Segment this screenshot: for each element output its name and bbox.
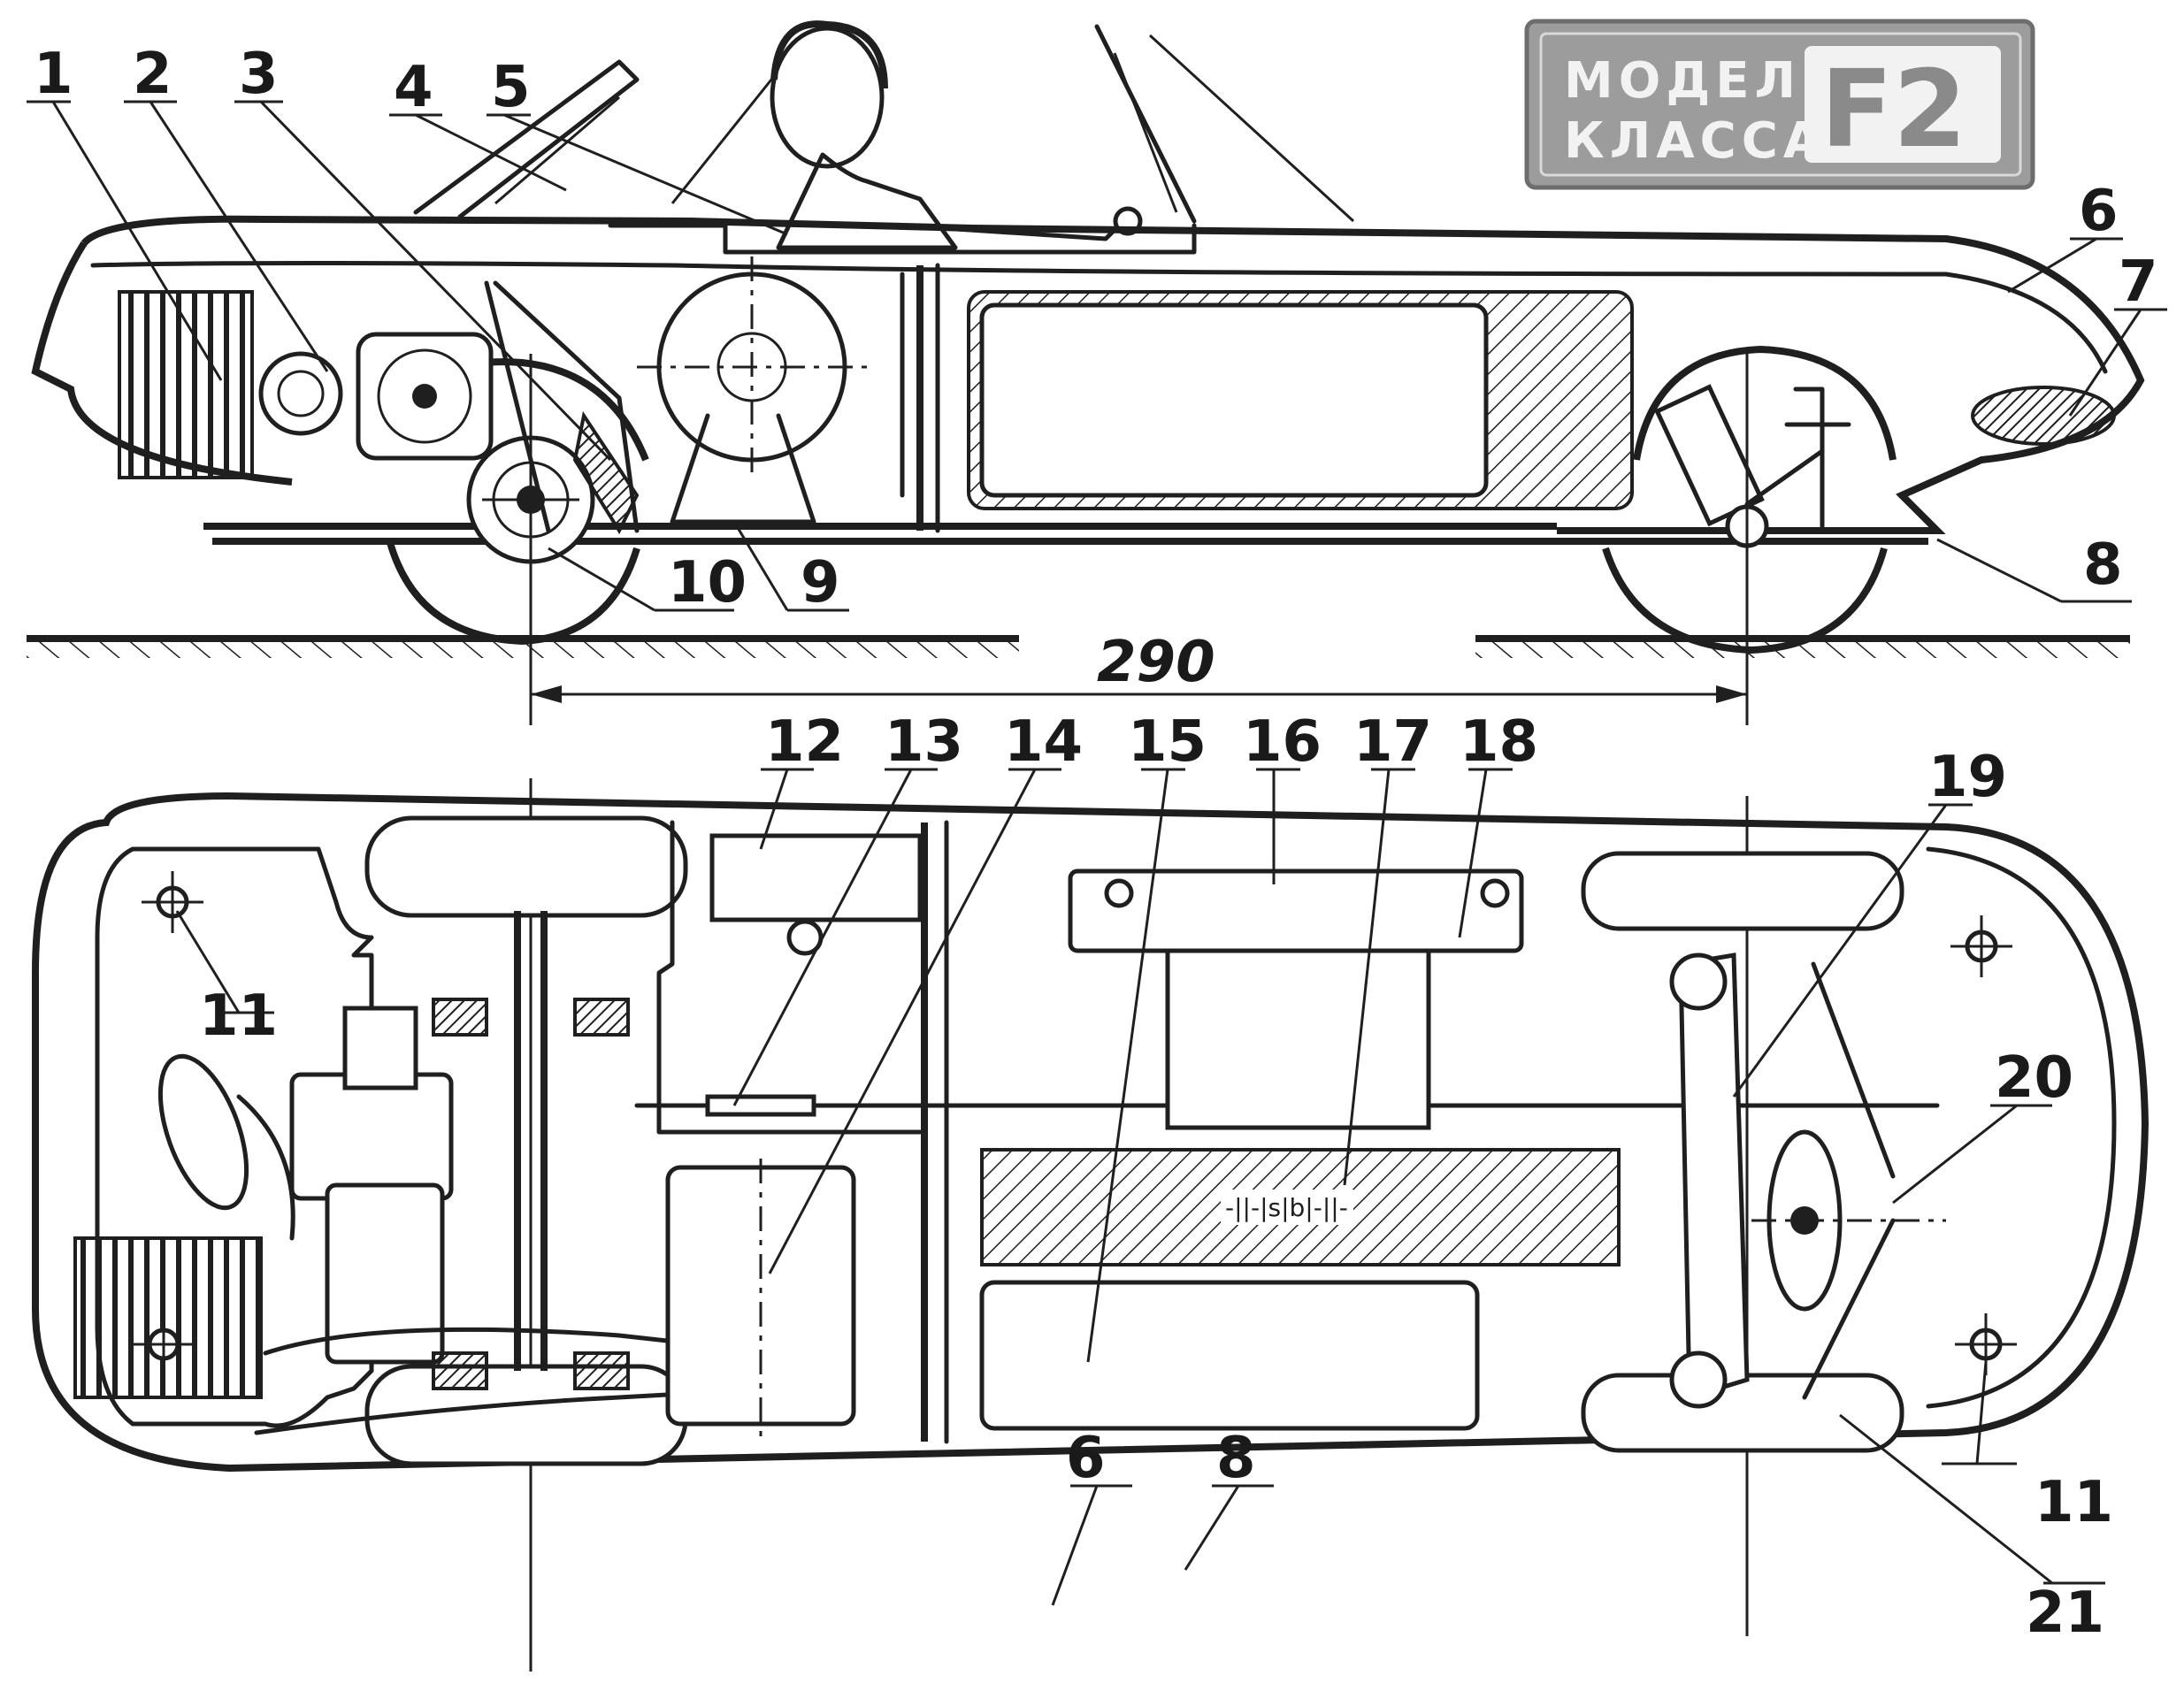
callout-10: 10 bbox=[668, 550, 747, 616]
callout-4: 4 bbox=[394, 55, 433, 120]
callout-14: 14 bbox=[1004, 709, 1083, 775]
mount-holes bbox=[133, 871, 2017, 1375]
logo-line-1: МОДЕЛЬ bbox=[1564, 52, 1844, 110]
callout-9: 9 bbox=[801, 550, 840, 616]
rear-left-wheel bbox=[1581, 851, 1904, 931]
rear-steering bbox=[1669, 953, 1946, 1409]
flywheel-side bbox=[637, 256, 867, 524]
callout-5: 5 bbox=[491, 55, 531, 120]
top-leader-lines bbox=[175, 768, 2105, 1606]
top-view: -||-|s|b|-||- bbox=[32, 709, 2150, 1672]
tail-light bbox=[1971, 386, 2116, 446]
car-body-top bbox=[32, 792, 2150, 1473]
box-15 bbox=[979, 1280, 1480, 1431]
battery-symbol: -||-|s|b|-||- bbox=[1225, 1193, 1348, 1222]
callout-12: 12 bbox=[765, 709, 844, 775]
callout-7: 7 bbox=[2119, 249, 2158, 315]
side-view: 290 1 2 3 4 5 6 7 8 9 10 bbox=[27, 20, 2167, 725]
front-left-wheel bbox=[364, 815, 688, 918]
callout-20: 20 bbox=[1995, 1045, 2073, 1111]
rear-wheel-side bbox=[1602, 345, 1897, 654]
callout-6: 6 bbox=[2079, 179, 2119, 244]
engine-top bbox=[157, 998, 790, 1435]
rear-right-wheel bbox=[1581, 1373, 1904, 1453]
windshield bbox=[413, 24, 1355, 224]
callout-11-rear: 11 bbox=[2035, 1470, 2113, 1535]
callout-19: 19 bbox=[1928, 745, 2007, 810]
callout-6-top: 6 bbox=[1066, 1426, 1106, 1491]
callout-8-top: 8 bbox=[1216, 1426, 1256, 1491]
callout-2: 2 bbox=[133, 42, 172, 107]
ground-right bbox=[1475, 639, 2130, 658]
callout-1: 1 bbox=[34, 42, 73, 107]
callout-11-front: 11 bbox=[199, 983, 278, 1049]
side-leader-lines bbox=[27, 100, 2167, 612]
engine-side bbox=[258, 280, 640, 535]
logo-line-2: КЛАССА bbox=[1564, 112, 1827, 170]
logo-class-badge: F2 bbox=[1820, 49, 1966, 172]
callout-15: 15 bbox=[1128, 709, 1207, 775]
callout-21: 21 bbox=[2026, 1580, 2104, 1646]
wheelbase-value: 290 bbox=[1097, 630, 1215, 695]
callout-17: 17 bbox=[1353, 709, 1432, 775]
wheelbase-dimension: 290 bbox=[531, 630, 1747, 703]
callout-3: 3 bbox=[239, 42, 279, 107]
callout-8: 8 bbox=[2083, 532, 2123, 598]
ground-left bbox=[27, 639, 1019, 658]
receiver-top bbox=[1068, 868, 1524, 953]
callout-18: 18 bbox=[1460, 709, 1538, 775]
callout-13: 13 bbox=[885, 709, 963, 775]
logo-badge: МОДЕЛЬ КЛАССА F2 bbox=[1524, 19, 2035, 190]
front-grill-top bbox=[73, 1236, 263, 1399]
callout-16: 16 bbox=[1243, 709, 1322, 775]
battery-box-side bbox=[967, 290, 1634, 510]
driver-figure bbox=[770, 20, 1143, 250]
